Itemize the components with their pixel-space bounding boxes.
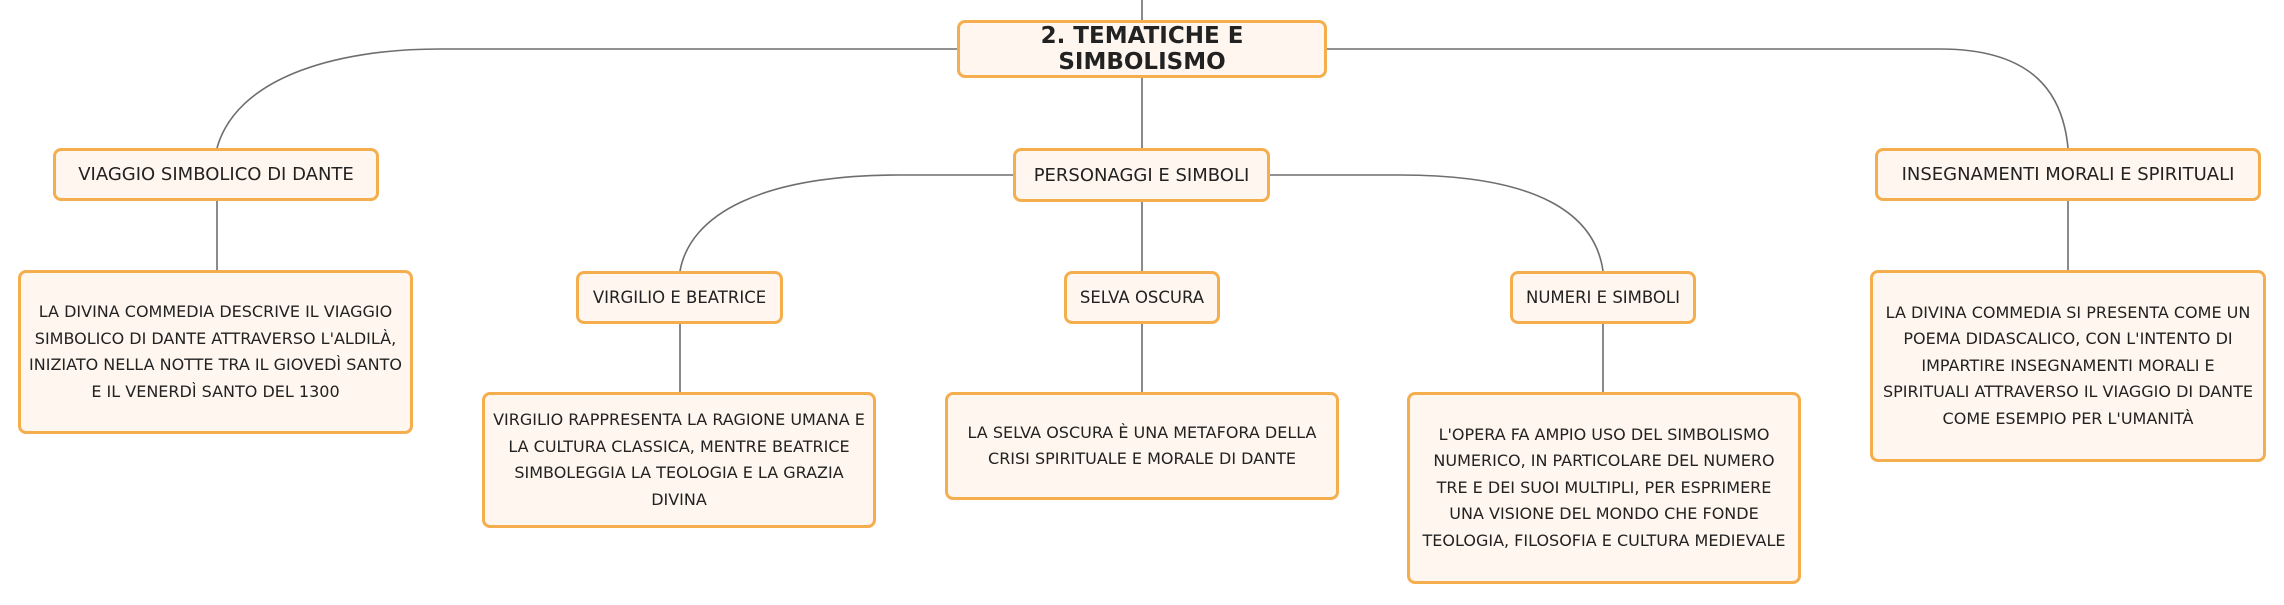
topic-personaggi-simboli[interactable]: PERSONAGGI E SIMBOLI xyxy=(1013,148,1270,202)
connector-root-insegnamenti xyxy=(1327,48,2069,149)
topic-insegnamenti-morali[interactable]: INSEGNAMENTI MORALI E SPIRITUALI xyxy=(1875,148,2261,201)
detail-viaggio-simbolico[interactable]: LA DIVINA COMMEDIA DESCRIVE IL VIAGGIO S… xyxy=(18,270,413,434)
subtopic-virgilio-beatrice[interactable]: VIRGILIO E BEATRICE xyxy=(576,271,783,324)
topic-viaggio-simbolico[interactable]: VIAGGIO SIMBOLICO DI DANTE xyxy=(53,148,379,201)
detail-numeri-simboli[interactable]: L'OPERA FA AMPIO USO DEL SIMBOLISMO NUME… xyxy=(1407,392,1801,584)
subtopic-numeri-simboli[interactable]: NUMERI E SIMBOLI xyxy=(1510,271,1696,324)
connector-personaggi-numeri xyxy=(1270,174,1604,272)
central-topic[interactable]: 2. TEMATICHE E SIMBOLISMO xyxy=(957,20,1327,78)
detail-virgilio-beatrice[interactable]: VIRGILIO RAPPRESENTA LA RAGIONE UMANA E … xyxy=(482,392,876,528)
connector-root-viaggio xyxy=(216,48,957,149)
detail-selva-oscura[interactable]: LA SELVA OSCURA È UNA METAFORA DELLA CRI… xyxy=(945,392,1339,500)
detail-insegnamenti-morali[interactable]: LA DIVINA COMMEDIA SI PRESENTA COME UN P… xyxy=(1870,270,2266,462)
subtopic-selva-oscura[interactable]: SELVA OSCURA xyxy=(1064,271,1220,324)
connector-personaggi-virgilio xyxy=(679,174,1013,272)
